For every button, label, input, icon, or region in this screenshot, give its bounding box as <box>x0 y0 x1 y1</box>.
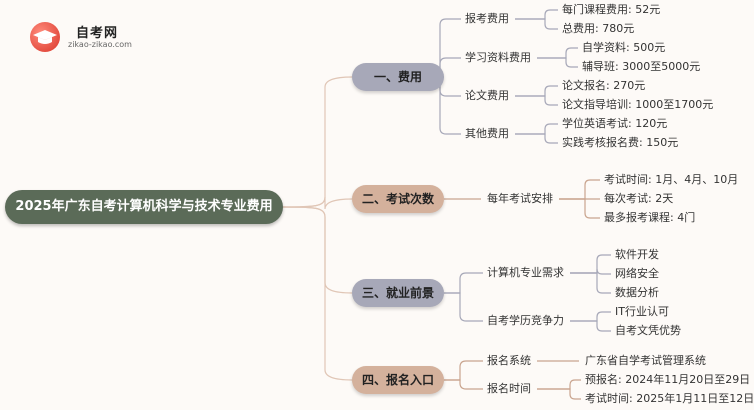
leaf-label: 考试时间: 2025年1月11日至12日 <box>585 392 754 405</box>
root-connector <box>282 76 353 208</box>
root-connector <box>282 206 353 294</box>
category-node[interactable]: 四、报名入口 <box>352 366 444 394</box>
leaf-label: 自学资料: 500元 <box>582 41 666 54</box>
leaf-connector <box>559 179 600 200</box>
leaf-connector <box>537 57 578 68</box>
group-label[interactable]: 每年考试安排 <box>487 192 553 205</box>
leaf-label: 实践考核报名费: 150元 <box>562 136 679 149</box>
group-label[interactable]: 报考费用 <box>465 12 509 25</box>
leaf-connector <box>537 388 581 400</box>
group-label[interactable]: 报名系统 <box>487 354 531 367</box>
leaf-connector <box>537 47 578 59</box>
root-connector <box>282 196 353 210</box>
group-label[interactable]: 报名时间 <box>487 382 531 395</box>
category-connector <box>439 18 461 78</box>
leaf-connector <box>515 133 558 144</box>
leaf-label: 考试时间: 1月、4月、10月 <box>604 173 739 186</box>
group-label[interactable]: 自考学历竞争力 <box>487 314 564 327</box>
leaf-label: 论文指导培训: 1000至1700元 <box>562 98 714 111</box>
leaf-label: 最多报考课程: 4门 <box>604 211 696 224</box>
group-label[interactable]: 学习资料费用 <box>465 51 531 64</box>
leaf-label: 广东省自学考试管理系统 <box>585 354 706 367</box>
category-connector <box>444 292 483 322</box>
leaf-label: 总费用: 780元 <box>562 22 635 35</box>
category-node[interactable]: 三、就业前景 <box>352 279 444 307</box>
leaf-label: 数据分析 <box>615 286 659 299</box>
leaf-connector <box>537 379 581 390</box>
root-connector <box>282 206 353 381</box>
logo-title: 自考网 <box>76 26 119 41</box>
group-label[interactable]: 论文费用 <box>465 89 509 102</box>
leaf-label: IT行业认可 <box>615 305 669 318</box>
category-connector <box>444 272 483 294</box>
category-connector <box>439 76 461 135</box>
leaf-label: 每次考试: 2天 <box>604 192 674 205</box>
graduation-cap-icon <box>30 22 60 52</box>
leaf-label: 学位英语考试: 120元 <box>562 117 668 130</box>
leaf-connector <box>570 311 611 322</box>
leaf-label: 每门课程费用: 52元 <box>562 3 661 16</box>
leaf-connector <box>515 123 558 135</box>
leaf-connector <box>570 254 611 274</box>
leaf-connector <box>559 198 600 219</box>
category-connector <box>439 57 461 78</box>
logo-subtitle: zikao-zikao.com <box>68 40 132 49</box>
leaf-connector <box>570 268 611 275</box>
leaf-label: 辅导班: 3000至5000元 <box>582 60 701 73</box>
leaf-label: 自考文凭优势 <box>615 324 681 337</box>
leaf-label: 论文报名: 270元 <box>562 79 646 92</box>
group-label[interactable]: 计算机专业需求 <box>487 266 564 279</box>
leaf-connector <box>515 18 558 30</box>
site-logo[interactable]: 自考网 zikao-zikao.com <box>30 20 170 52</box>
group-label[interactable]: 其他费用 <box>465 127 509 140</box>
leaf-label: 网络安全 <box>615 267 659 280</box>
category-node[interactable]: 一、费用 <box>352 63 444 91</box>
category-node[interactable]: 二、考试次数 <box>352 185 444 213</box>
leaf-connector <box>515 9 558 20</box>
leaf-connector <box>570 320 611 332</box>
leaf-connector <box>570 272 611 294</box>
category-connector <box>444 360 483 381</box>
root-topic[interactable]: 2025年广东自考计算机科学与技术专业费用 <box>5 190 283 224</box>
leaf-label: 软件开发 <box>615 248 659 261</box>
leaf-connector <box>515 95 558 106</box>
leaf-label: 预报名: 2024年11月20日至29日 <box>585 373 751 386</box>
category-connector <box>444 379 483 390</box>
leaf-connector <box>515 85 558 97</box>
